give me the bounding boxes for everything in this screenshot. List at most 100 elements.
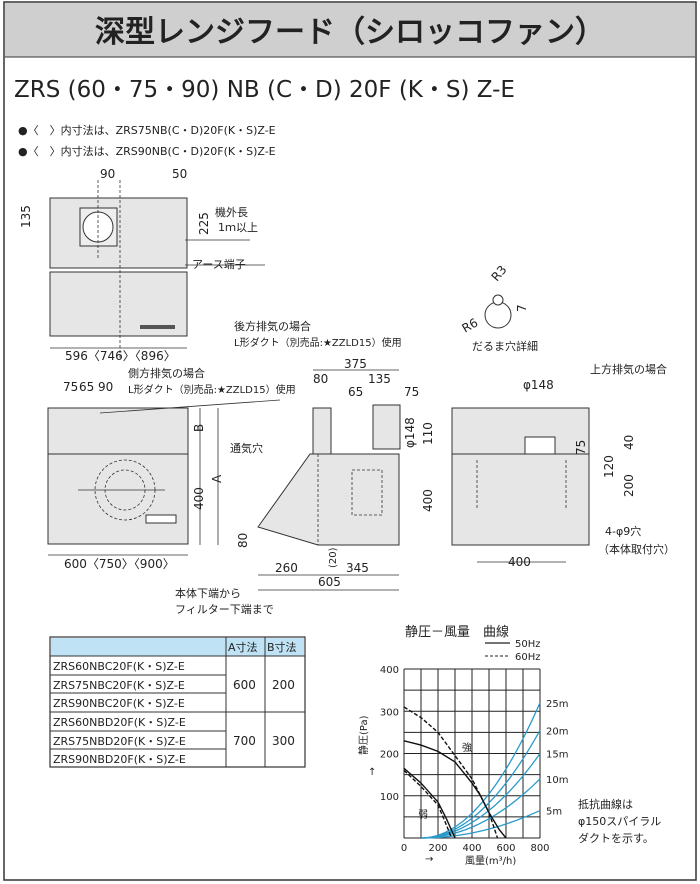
x-arrow: →	[425, 854, 433, 865]
cord-length-value: 1ｍ以上	[218, 221, 258, 234]
top-exhaust-label: 上方排気の場合	[590, 362, 667, 376]
y-tick-label: 200	[380, 750, 399, 761]
rear-duct-label: L形ダクト（別売品:★ZZLD15）使用	[234, 336, 402, 349]
y-arrow: ↑	[368, 767, 376, 778]
dim-65: 65	[79, 380, 94, 394]
front-view: 75 65 90 側方排気の場合 L形ダクト（別売品:★ZZLD15）使用 通気…	[47, 366, 296, 616]
fan-curve	[403, 740, 507, 839]
dimension-table: A寸法 B寸法 ZRS60NBC20F(K・S)Z-E ZRS75NBC20F(…	[49, 636, 306, 768]
resistance-note-1: 抵抗曲線は	[578, 797, 633, 811]
cord-length-label: 機外長	[215, 205, 248, 219]
x-axis-label: 風量(m³/h)	[465, 855, 516, 867]
pressure-airflow-chart: 静圧－風量 曲線 50Hz 60Hz 静圧(Pa) ↑ 風量(m³/h) → 抵…	[357, 624, 661, 867]
resistance-label: 10m	[546, 775, 568, 786]
note-75: ●〈 〉内寸法は、ZRS75NB(C・D)20F(K・S)Z-E	[18, 123, 276, 137]
dim-225: 225	[197, 212, 211, 235]
resistance-curve-10m	[420, 778, 541, 839]
cell-A-C: 600	[233, 678, 256, 692]
y-axis-label: 静圧(Pa)	[357, 715, 370, 755]
resistance-note-2: φ150スパイラル	[578, 815, 661, 828]
resistance-curve-25m	[420, 702, 541, 839]
label-strong: 強	[462, 741, 472, 754]
dim-80-side: 80	[313, 372, 328, 386]
dim-75-side: 75	[404, 385, 419, 399]
dim-75: 75	[63, 380, 78, 394]
dim-75-back: 75	[574, 440, 588, 455]
dim-20: (20)	[328, 547, 339, 568]
resistance-curve-15m	[420, 753, 541, 839]
dim-A: A	[210, 474, 224, 483]
side-view: 後方排気の場合 L形ダクト（別売品:★ZZLD15）使用 375 80 135 …	[234, 319, 435, 591]
dim-90-front: 90	[98, 380, 113, 394]
dim-40: 40	[622, 435, 636, 450]
dim-7: 7	[515, 304, 529, 312]
mount-holes-note: （本体取付穴）	[598, 542, 675, 556]
dim-80: 80	[236, 533, 250, 548]
x-tick-label: 200	[428, 843, 447, 854]
dim-phi148-back: φ148	[523, 378, 554, 392]
earth-terminal-label: アース端子	[192, 258, 246, 271]
resistance-curve-20m	[420, 729, 541, 839]
table-row: ZRS60NBC20F(K・S)Z-E	[53, 660, 185, 673]
table-row: ZRS75NBC20F(K・S)Z-E	[53, 679, 185, 692]
rear-exhaust-label: 後方排気の場合	[234, 319, 311, 333]
dim-width-front: 600〈750〉〈900〉	[64, 557, 175, 571]
resistance-curve-5m	[420, 809, 541, 839]
page-border	[3, 1, 697, 881]
cell-B-C: 200	[272, 678, 295, 692]
dim-R3: R3	[489, 263, 510, 284]
resistance-label: 5m	[546, 807, 562, 818]
resistance-label: 20m	[546, 726, 568, 737]
back-view: R3 R6 7 だるま穴詳細 上方排気の場合 φ148 75 40 120 20…	[451, 263, 675, 569]
dim-110: 110	[421, 422, 435, 445]
resistance-label: 25m	[546, 699, 568, 710]
dim-260: 260	[275, 561, 298, 575]
dim-phi148-side: φ148	[403, 417, 417, 448]
side-exhaust-label: 側方排気の場合	[128, 366, 205, 380]
fan-curve	[403, 767, 456, 839]
y-tick-label: 100	[380, 792, 399, 803]
resistance-note-3: ダクトを示す。	[578, 831, 654, 845]
dim-B: B	[192, 424, 206, 432]
dim-400-side: 400	[421, 489, 435, 512]
cell-B-D: 300	[272, 734, 295, 748]
legend-60hz: 60Hz	[515, 652, 541, 663]
vent-hole-label: 通気穴	[230, 441, 263, 455]
chart-title: 静圧－風量 曲線	[405, 624, 509, 640]
page-title: 深型レンジフード（シロッコファン）	[95, 15, 605, 50]
fan-curve	[403, 769, 453, 839]
dim-605: 605	[318, 575, 341, 589]
dim-120: 120	[602, 455, 616, 478]
table-row: ZRS60NBD20F(K・S)Z-E	[53, 716, 186, 729]
title-bar	[5, 3, 695, 57]
legend-50hz: 50Hz	[515, 639, 541, 650]
x-tick-label: 400	[462, 843, 481, 854]
resistance-label: 15m	[546, 750, 568, 761]
dim-400: 400	[192, 487, 206, 510]
dim-200: 200	[622, 474, 636, 497]
dim-135: 135	[19, 205, 33, 228]
table-row: ZRS75NBD20F(K・S)Z-E	[53, 735, 186, 748]
filter-note-1: 本体下端から	[175, 586, 241, 600]
dim-345: 345	[346, 561, 369, 575]
x-tick-label: 600	[496, 843, 515, 854]
dim-90: 90	[100, 167, 115, 181]
dim-400-back: 400	[508, 555, 531, 569]
y-tick-label: 300	[380, 707, 399, 718]
dim-65-side: 65	[348, 385, 363, 399]
filter-note-2: フィルター下端まで	[175, 603, 274, 616]
table-row: ZRS90NBC20F(K・S)Z-E	[53, 697, 185, 710]
header-B: B寸法	[267, 640, 297, 654]
dim-R6: R6	[460, 315, 481, 335]
dim-50: 50	[172, 167, 187, 181]
fan-curve	[403, 706, 499, 839]
keyhole-detail-label: だるま穴詳細	[472, 339, 538, 353]
top-view: 90 50 135 225 機外長 1ｍ以上 アース端子 596〈746〉〈89…	[19, 167, 265, 363]
x-tick-label: 800	[530, 843, 549, 854]
dim-width-top: 596〈746〉〈896〉	[65, 349, 176, 363]
cell-A-D: 700	[233, 734, 256, 748]
y-tick-label: 400	[380, 665, 399, 676]
x-tick-label: 0	[401, 843, 407, 854]
note-90: ●〈 〉内寸法は、ZRS90NB(C・D)20F(K・S)Z-E	[18, 144, 276, 158]
